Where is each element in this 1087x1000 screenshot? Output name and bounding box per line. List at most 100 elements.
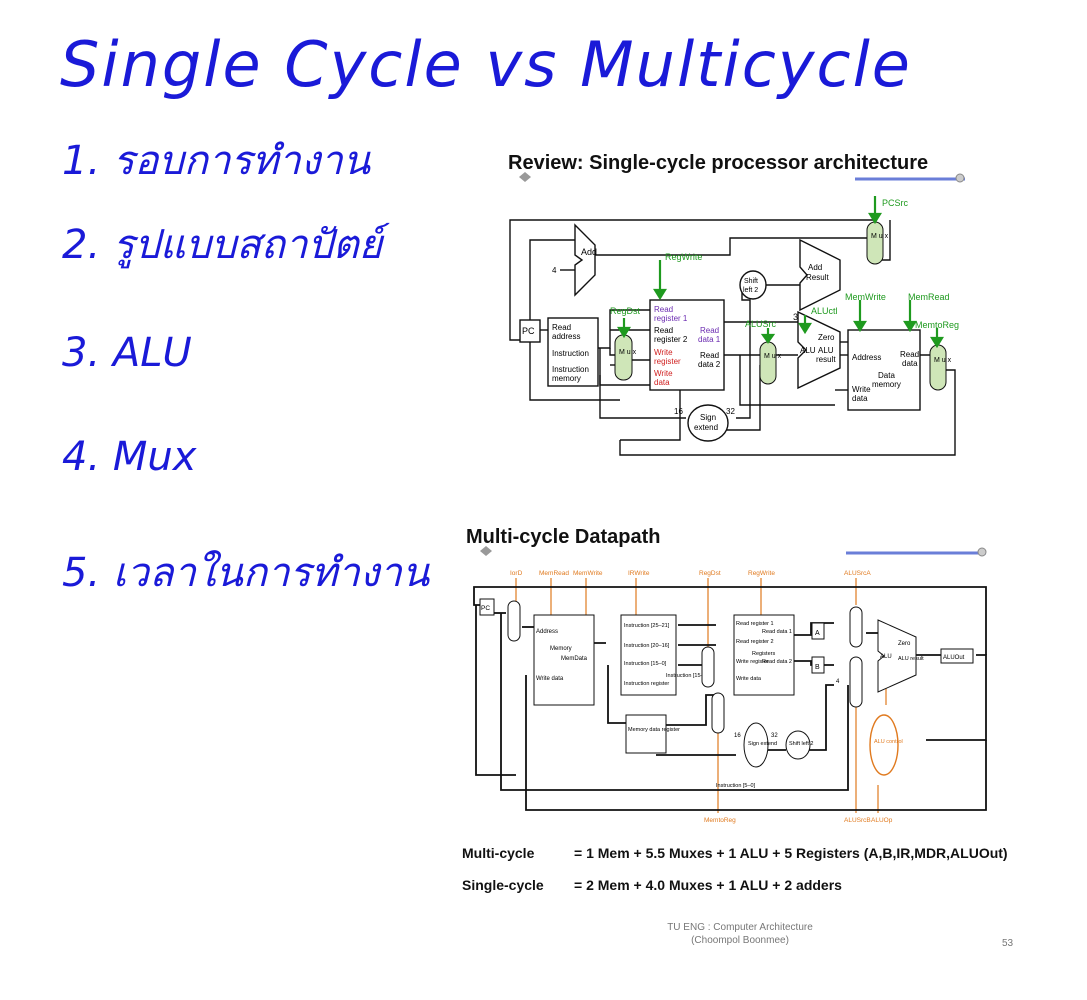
- sc-write-reg: Write: [654, 348, 673, 357]
- sc-memwrite: MemWrite: [845, 292, 886, 302]
- mc-sign-extend: Sign extend: [748, 741, 777, 747]
- single-cycle-datapath: Add 4 PC Read address Instruction Instru…: [509, 196, 959, 456]
- single-cycle-value: = 2 Mem + 4.0 Muxes + 1 ALU + 2 adders: [574, 877, 842, 893]
- sc-pcsrc: PCSrc: [882, 198, 909, 208]
- note-item-2: 2. รูปแบบสถาปัตย์: [62, 222, 383, 268]
- multi-cycle-title: Multi-cycle Datapath: [466, 526, 661, 548]
- sc-dm-2: memory: [872, 380, 901, 389]
- sc-mux-1: M u x: [619, 349, 637, 356]
- mc-alu: ALU: [880, 654, 892, 660]
- mc-ir-6: Instruction [15–11]: [666, 673, 711, 679]
- mc-regdst: RegDst: [699, 570, 721, 577]
- mc-wd: Write data: [736, 676, 762, 682]
- sc-write-data: Write: [654, 369, 673, 378]
- sc-alu-res-1: ALU: [818, 346, 834, 355]
- sc-add2: Add: [808, 263, 822, 272]
- sc-thirtytwo: 32: [726, 407, 735, 416]
- mc-shift-left: Shift left 2: [789, 741, 813, 747]
- sc-read-reg1: Read: [654, 305, 673, 314]
- note-item-3: 3. ALU: [62, 330, 192, 376]
- sc-shift: Shift: [744, 278, 758, 285]
- single-cycle-title: Review: Single-cycle processor architect…: [508, 152, 929, 174]
- mc-iord: IorD: [510, 570, 523, 577]
- sc-mux-alusrc: M u x: [764, 353, 782, 360]
- mc-memtoreg: MemtoReg: [704, 817, 736, 824]
- sc-write-reg-2: register: [654, 357, 681, 366]
- multi-cycle-value: = 1 Mem + 5.5 Muxes + 1 ALU + 5 Register…: [574, 845, 1008, 861]
- sc-dm-write-2: data: [852, 394, 868, 403]
- mc-ir-2: Instruction [20–16]: [624, 643, 670, 649]
- mc-alu-control: ALU control: [874, 739, 903, 745]
- multi-cycle-datapath: IorD MemRead MemWrite IRWrite RegDst Reg…: [473, 570, 987, 824]
- note-item-5: 5. เวลาในการทำงาน: [62, 550, 430, 596]
- sc-memtoreg: MemtoReg: [915, 320, 959, 330]
- mc-rr1: Read register 1: [736, 621, 774, 627]
- sc-read-reg1-2: register 1: [654, 314, 688, 323]
- mc-write-data: Write data: [536, 676, 564, 682]
- mc-four: 4: [836, 679, 840, 685]
- footer-author: (Choompol Boonmee): [691, 935, 789, 946]
- mc-rr2: Read register 2: [736, 639, 774, 645]
- sc-read-data1: Read: [700, 326, 719, 335]
- mc-memory: Memory: [550, 646, 572, 652]
- mc-aluout: ALUOut: [943, 655, 965, 661]
- mc-b: B: [815, 664, 820, 671]
- sc-read-data2: Read: [700, 351, 719, 360]
- handwritten-title: Single Cycle vs Multicycle: [60, 28, 912, 101]
- mc-pc: PC: [481, 605, 490, 612]
- mc-a: A: [815, 630, 820, 637]
- mc-address: Address: [536, 629, 558, 635]
- mc-alu-result: ALU result: [898, 656, 924, 662]
- sc-instruction-label: Instruction: [552, 349, 589, 358]
- sc-read-data2-2: data 2: [698, 360, 721, 369]
- sc-alu: ALU: [800, 346, 816, 355]
- note-item-1: 1. รอบการทำงาน: [62, 138, 371, 184]
- sc-regdst: RegDst: [610, 306, 641, 316]
- footer-course: TU ENG : Computer Architecture: [667, 922, 813, 933]
- multi-cycle-label: Multi-cycle: [462, 845, 535, 861]
- mc-instr-5-0: Instruction [5–0]: [716, 783, 756, 789]
- sc-read-address: Read: [552, 323, 571, 332]
- sc-alu-res-2: result: [816, 355, 836, 364]
- mc-alusrcb: ALUSrcB: [844, 817, 871, 824]
- sc-three: 3: [793, 312, 798, 322]
- single-cycle-label: Single-cycle: [462, 877, 544, 893]
- mc-ir-1: Instruction [25–21]: [624, 623, 670, 629]
- mc-thirtytwo: 32: [771, 733, 778, 739]
- mc-wr: Write register: [736, 659, 769, 665]
- mc-rd2: Read data 2: [762, 659, 792, 665]
- multi-cycle-formula: Multi-cycle = 1 Mem + 5.5 Muxes + 1 ALU +…: [462, 845, 1008, 861]
- sc-read-address-2: address: [552, 332, 580, 341]
- sc-regwrite: RegWrite: [665, 252, 702, 262]
- sc-address: Address: [852, 353, 881, 362]
- sc-extend: extend: [694, 423, 718, 432]
- mc-title-underline-decoration: [466, 546, 987, 557]
- sc-dm-write: Write: [852, 385, 871, 394]
- mc-memwrite: MemWrite: [573, 570, 603, 577]
- sc-dm-1: Data: [878, 371, 895, 380]
- mc-aluop: ALUOp: [871, 817, 893, 824]
- sc-alusrc: ALUSrc: [745, 319, 777, 329]
- sc-read-data1-2: data 1: [698, 335, 721, 344]
- sc-write-data-2: data: [654, 378, 670, 387]
- mc-memdata: MemData: [561, 656, 588, 662]
- slide-footer: TU ENG : Computer Architecture (Choompol…: [640, 921, 840, 947]
- mc-alusrca: ALUSrcA: [844, 570, 871, 577]
- sc-read-reg2-2: register 2: [654, 335, 688, 344]
- sc-pc-label: PC: [522, 326, 535, 336]
- sc-aluctl: ALUctl: [811, 306, 838, 316]
- mc-memread: MemRead: [539, 570, 569, 577]
- sc-mux-memtoreg: M u x: [934, 357, 952, 364]
- sc-instr-mem-1: Instruction: [552, 365, 589, 374]
- mc-zero: Zero: [898, 641, 911, 647]
- mc-ir-3: Instruction [15–0]: [624, 661, 667, 667]
- mc-sixteen: 16: [734, 733, 741, 739]
- sc-read-reg2: Read: [654, 326, 673, 335]
- sc-dm-read: Read: [900, 350, 919, 359]
- sc-mux-pc: M u x: [871, 233, 889, 240]
- sc-sign: Sign: [700, 413, 716, 422]
- single-cycle-formula: Single-cycle = 2 Mem + 4.0 Muxes + 1 ALU …: [462, 877, 842, 893]
- sc-add-label: Add: [581, 247, 597, 257]
- note-item-4: 4. Mux: [62, 434, 197, 480]
- sc-four-label: 4: [552, 266, 557, 275]
